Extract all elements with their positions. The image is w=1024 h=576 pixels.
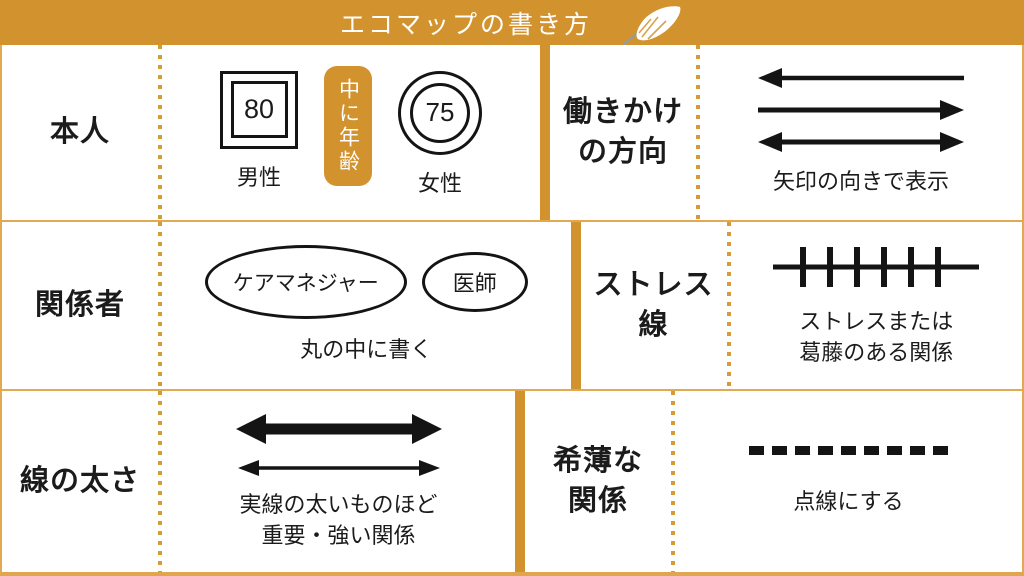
female-age-value: 75 xyxy=(410,82,470,143)
content-direction: 矢印の向きで表示 xyxy=(700,45,1022,220)
doctor-ellipse: 医師 xyxy=(421,252,528,313)
thin-arrow-both-icon xyxy=(237,459,440,476)
center-divider xyxy=(515,391,525,573)
content-kankeisha: ケアマネジャー 医師 丸の中に書く xyxy=(162,222,571,389)
dotted-divider xyxy=(158,45,162,221)
label-weak: 希薄な 関係 xyxy=(552,445,643,517)
dotted-divider xyxy=(726,222,731,390)
content-thickness: 実線の太いものほど 重要・強い関係 xyxy=(162,391,515,572)
male-label: 男性 xyxy=(236,164,281,190)
stress-caption: ストレスまたは 葛藤のある関係 xyxy=(799,308,954,365)
female-label: 女性 xyxy=(417,170,462,196)
arrow-both-icon xyxy=(758,132,964,153)
male-age-value: 80 xyxy=(230,81,288,139)
label-thickness: 線の太さ xyxy=(19,464,140,497)
feather-quill-icon xyxy=(622,5,681,45)
header-bar: エコマップの書き方 xyxy=(0,0,1024,45)
weak-caption: 点線にする xyxy=(793,488,904,514)
arrow-left-icon xyxy=(758,68,964,89)
dotted-divider xyxy=(158,391,162,573)
dotted-divider xyxy=(158,222,162,390)
care-manager-ellipse: ケアマネジャー xyxy=(204,245,407,320)
label-stress: ストレス 線 xyxy=(593,269,714,341)
direction-caption: 矢印の向きで表示 xyxy=(772,169,949,195)
dashed-line-icon xyxy=(748,445,949,455)
row-person-direction: 本人 80 男性 中に年齢 75 女性 xyxy=(2,45,1022,221)
row-related-stress: 関係者 ケアマネジャー 医師 丸の中に書く ストレス 線 xyxy=(2,220,1023,390)
legend-table: 本人 80 男性 中に年齢 75 女性 xyxy=(0,45,1024,576)
arrow-right-icon xyxy=(758,100,964,121)
age-badge: 中に年齢 xyxy=(324,65,372,186)
dotted-divider xyxy=(671,391,675,573)
thick-arrow-both-icon xyxy=(235,413,442,444)
female-symbol-group: 75 女性 xyxy=(398,66,482,200)
center-divider xyxy=(570,222,581,390)
male-square-symbol: 80 xyxy=(220,70,298,149)
content-honnin: 80 男性 中に年齢 75 女性 xyxy=(162,45,540,220)
label-honnin: 本人 xyxy=(49,116,110,148)
kankeisha-caption: 丸の中に書く xyxy=(300,337,433,363)
page-title: エコマップの書き方 xyxy=(339,10,592,39)
center-divider xyxy=(540,45,550,221)
dotted-divider xyxy=(696,45,700,221)
content-weak: 点線にする xyxy=(675,391,1022,572)
stress-line-icon xyxy=(773,246,980,287)
male-symbol-group: 80 男性 xyxy=(220,66,298,194)
label-direction: 働きかけ の方向 xyxy=(562,96,683,168)
thickness-caption: 実線の太いものほど 重要・強い関係 xyxy=(239,491,438,548)
row-thickness-weak: 線の太さ 実線の太いものほど 重要・強い関係 xyxy=(2,389,1022,573)
label-kankeisha: 関係者 xyxy=(34,289,125,322)
female-circle-symbol: 75 xyxy=(398,70,482,155)
content-stress: ストレスまたは 葛藤のある関係 xyxy=(731,222,1023,389)
